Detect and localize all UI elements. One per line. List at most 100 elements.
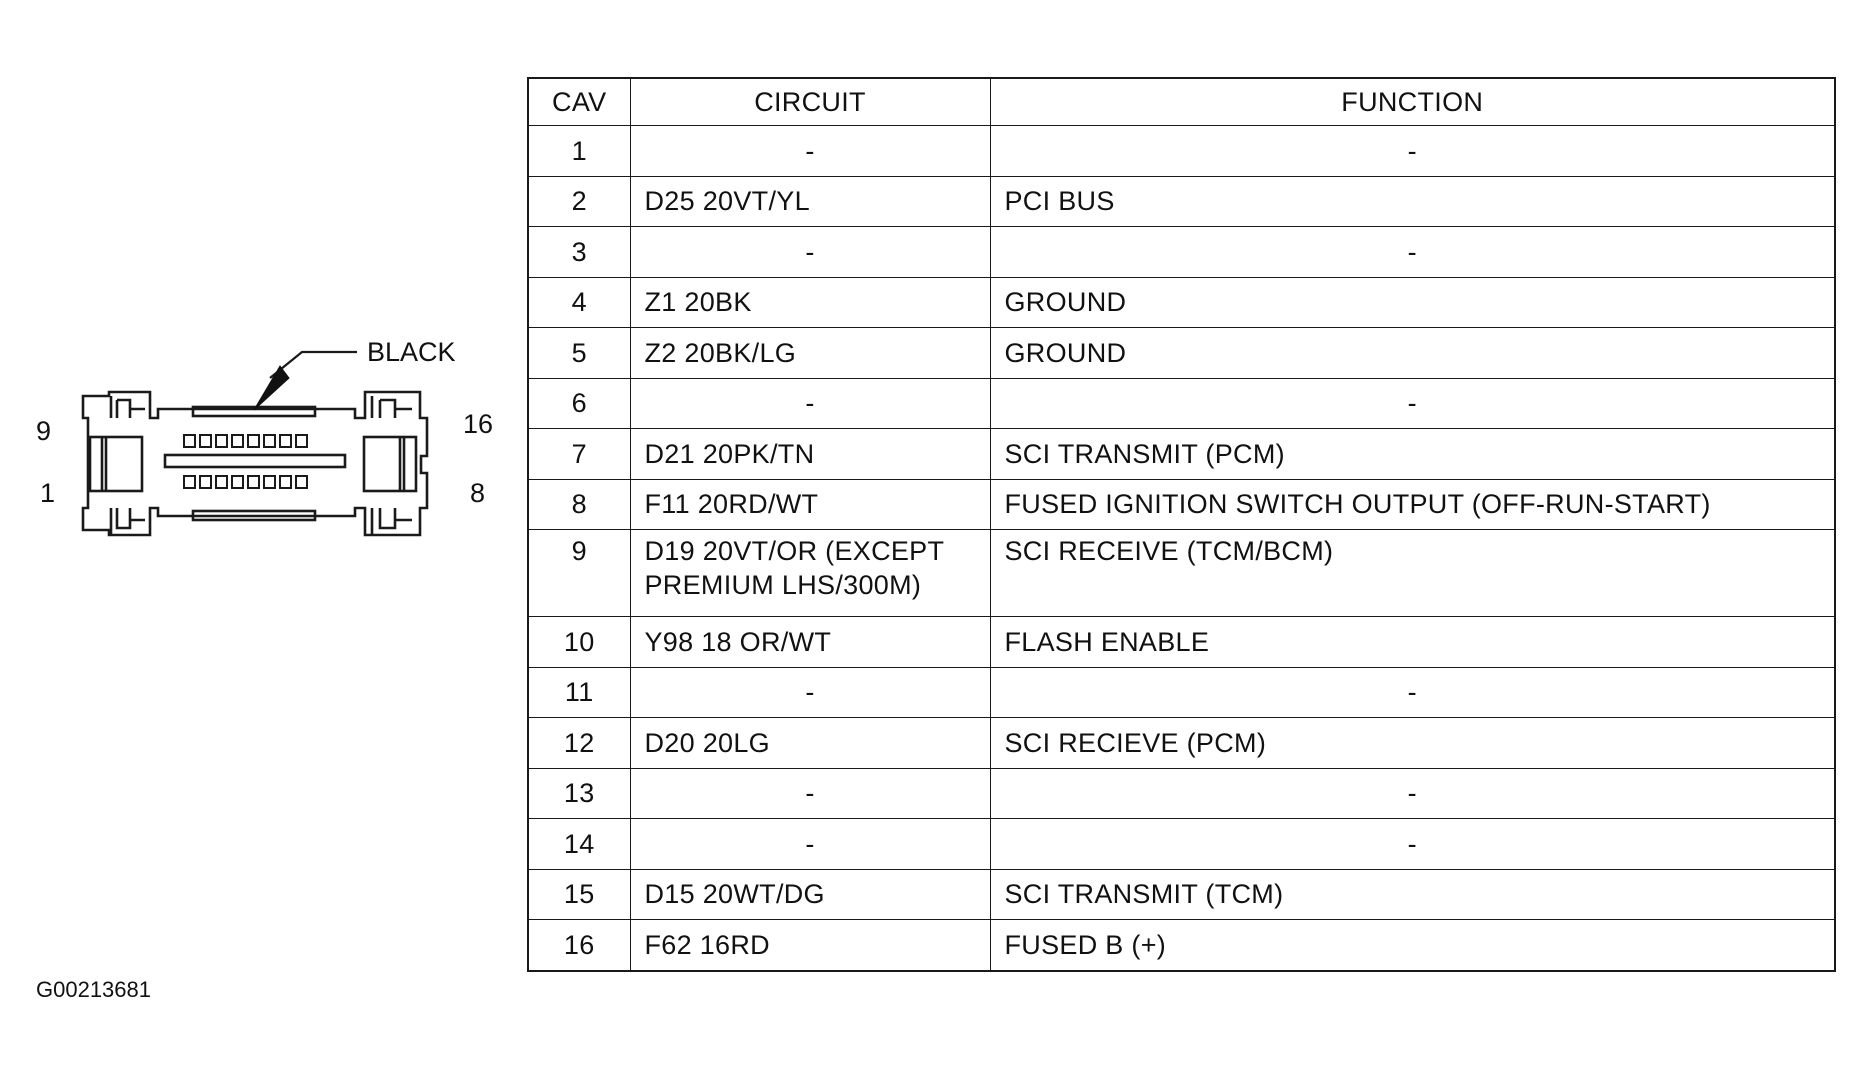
cell-function: - <box>989 125 1836 177</box>
cell-circuit: Z1 20BK <box>629 276 991 328</box>
cell-cav: 14 <box>527 818 631 870</box>
cell-circuit-text: - <box>805 236 815 267</box>
cell-circuit: D21 20PK/TN <box>629 428 991 480</box>
connector-color-label: BLACK <box>367 337 456 367</box>
cell-circuit: - <box>629 767 991 819</box>
lower-cavity-row <box>183 475 308 489</box>
bottom-keyway <box>191 509 317 522</box>
cell-circuit-text: - <box>805 778 815 809</box>
cell-circuit-text: - <box>805 135 815 166</box>
cell-function: SCI RECEIVE (TCM/BCM) <box>989 529 1836 617</box>
table-row: 5 Z2 20BK/LG GROUND <box>527 327 1836 379</box>
table-row: 11-- <box>527 666 1836 718</box>
cell-cav: 9 <box>527 529 631 617</box>
cell-circuit-text: Z1 20BK <box>644 287 752 318</box>
cell-circuit-text: Z2 20BK/LG <box>644 337 797 368</box>
table-row: 1-- <box>527 125 1836 177</box>
cell-circuit: - <box>629 125 991 177</box>
cell-function: FLASH ENABLE <box>989 616 1836 668</box>
cell-function: FUSED IGNITION SWITCH OUTPUT (OFF-RUN-ST… <box>989 478 1836 530</box>
table-row: 6-- <box>527 377 1836 429</box>
cavity-16 <box>295 434 308 448</box>
cell-circuit-text: D21 20PK/TN <box>644 438 815 469</box>
cell-cav: 15 <box>527 868 631 920</box>
cavity-3 <box>215 475 228 489</box>
cell-function: - <box>989 377 1836 429</box>
cavity-4 <box>231 475 244 489</box>
top-keyway <box>191 405 317 418</box>
cell-circuit-text: F11 20RD/WT <box>644 489 819 520</box>
cell-cav: 8 <box>527 478 631 530</box>
cell-circuit-text: D25 20VT/YL <box>644 186 810 217</box>
table-row: 7 D21 20PK/TN SCI TRANSMIT (PCM) <box>527 428 1836 480</box>
cell-cav: 10 <box>527 616 631 668</box>
center-divider <box>163 453 347 469</box>
table-row: 15 D15 20WT/DG SCI TRANSMIT (TCM) <box>527 868 1836 920</box>
cell-circuit: D19 20VT/OR (EXCEPT PREMIUM LHS/300M) <box>629 529 991 617</box>
cavity-8 <box>295 475 308 489</box>
cell-function: PCI BUS <box>989 175 1836 227</box>
header-cav: CAV <box>527 77 631 126</box>
cell-function: - <box>989 818 1836 870</box>
cell-circuit: - <box>629 818 991 870</box>
cell-circuit: Z2 20BK/LG <box>629 327 991 379</box>
cavity-2 <box>199 475 212 489</box>
table-row: 14 - - <box>527 818 1836 870</box>
cell-cav: 13 <box>527 767 631 819</box>
cell-circuit: Y98 18 OR/WT <box>629 616 991 668</box>
table-row: 8 F11 20RD/WT FUSED IGNITION SWITCH OUTPUT… <box>527 478 1836 530</box>
cell-cav: 4 <box>527 276 631 328</box>
pin-label-bottom-left: 1 <box>40 478 55 508</box>
connector-housing <box>81 390 429 537</box>
cell-function: - <box>989 666 1836 718</box>
table-row: 16 F62 16RD FUSED B (+) <box>527 919 1836 971</box>
cell-cav: 7 <box>527 428 631 480</box>
table-row: 3-- <box>527 226 1836 278</box>
header-circuit: CIRCUIT <box>629 77 991 126</box>
table-row: 13-- <box>527 767 1836 819</box>
pin-label-bottom-right: 8 <box>470 478 485 508</box>
table-row: 10 Y98 18 OR/WT FLASH ENABLE <box>527 616 1836 668</box>
cell-cav: 16 <box>527 919 631 971</box>
cell-circuit-text: - <box>805 388 815 419</box>
left-end-slot <box>88 435 144 493</box>
cavity-7 <box>279 475 292 489</box>
cell-circuit-text: D19 20VT/OR (EXCEPT PREMIUM LHS/300M) <box>644 536 945 600</box>
cell-circuit: D15 20WT/DG <box>629 868 991 920</box>
cell-circuit-text: - <box>805 828 815 859</box>
cell-circuit-text: D15 20WT/DG <box>644 879 825 910</box>
black-label-leader <box>253 350 357 411</box>
cell-circuit: - <box>629 666 991 718</box>
header-function: FUNCTION <box>989 77 1836 126</box>
cell-circuit: F62 16RD <box>629 919 991 971</box>
table-header-row: CAV CIRCUIT FUNCTION <box>527 77 1836 126</box>
figure-id: G00213681 <box>36 977 151 1002</box>
cell-circuit-text: - <box>805 677 815 708</box>
cavity-10 <box>199 434 212 448</box>
cell-function: SCI TRANSMIT (PCM) <box>989 428 1836 480</box>
cell-function: SCI TRANSMIT (TCM) <box>989 868 1836 920</box>
cavity-1 <box>183 475 196 489</box>
cell-circuit: - <box>629 377 991 429</box>
cell-function: FUSED B (+) <box>989 919 1836 971</box>
cell-function: SCI RECIEVE (PCM) <box>989 717 1836 769</box>
cell-cav: 5 <box>527 327 631 379</box>
cell-circuit: F11 20RD/WT <box>629 478 991 530</box>
cavity-6 <box>263 475 276 489</box>
cavity-12 <box>231 434 244 448</box>
cell-circuit: D20 20LG <box>629 717 991 769</box>
cell-function: GROUND <box>989 327 1836 379</box>
cell-function: - <box>989 226 1836 278</box>
cavity-11 <box>215 434 228 448</box>
cell-circuit: - <box>629 226 991 278</box>
cavity-14 <box>263 434 276 448</box>
cell-cav: 12 <box>527 717 631 769</box>
cell-circuit-text: Y98 18 OR/WT <box>644 626 832 657</box>
cell-circuit-text: F62 16RD <box>644 929 770 960</box>
cavity-5 <box>247 475 260 489</box>
cell-cav: 2 <box>527 175 631 227</box>
